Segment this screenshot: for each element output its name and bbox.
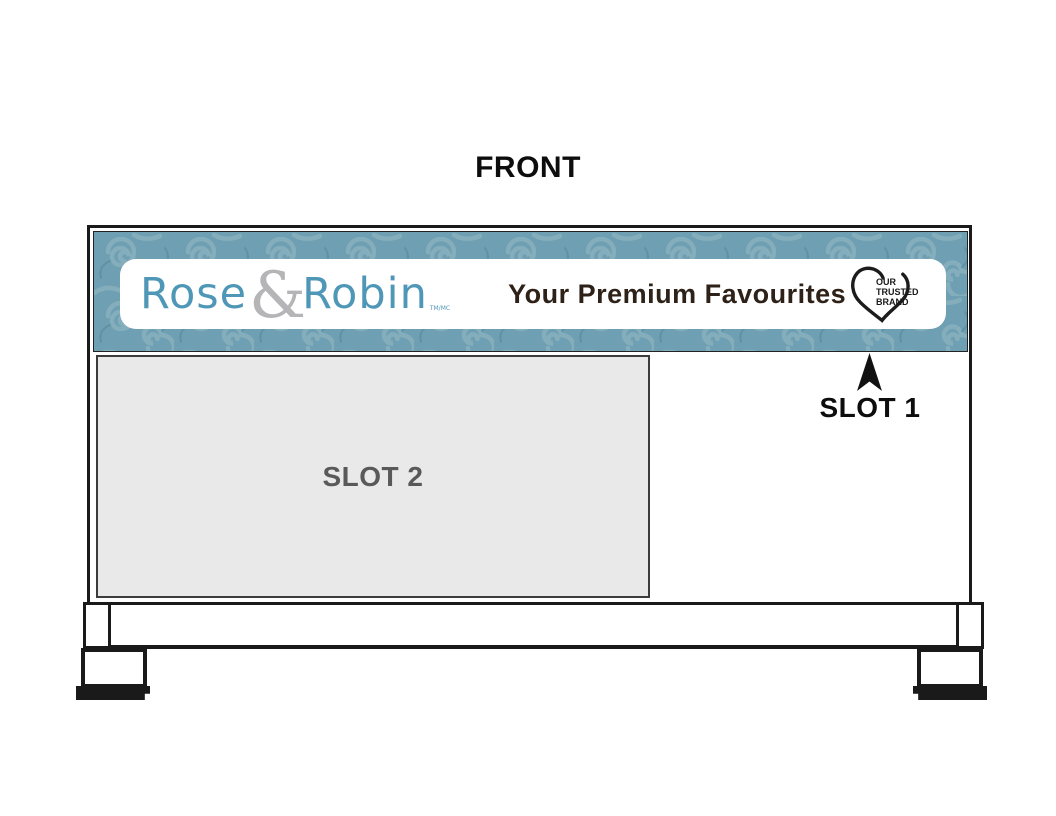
badge-line-3: BRAND (876, 297, 909, 307)
trademark-text: TM/MC (429, 305, 451, 312)
left-caster-block (81, 648, 147, 688)
left-leg (83, 602, 111, 649)
up-arrow-icon (857, 353, 882, 391)
trusted-brand-text: OUR TRUSTED BRAND (876, 277, 919, 307)
brand-word-robin: Robin (302, 269, 428, 319)
trusted-brand-badge: OUR TRUSTED BRAND (850, 262, 930, 326)
base-bottom-edge (108, 645, 958, 649)
right-foot (913, 686, 987, 700)
page-title: FRONT (475, 151, 581, 184)
header-banner: Rose&Robin TM/MC Your Premium Favourites… (93, 231, 968, 352)
brand-logo: Rose&Robin TM/MC (140, 259, 451, 333)
slot1-label: SLOT 1 (819, 392, 921, 423)
slot2-panel: SLOT 2 (96, 355, 650, 598)
badge-line-1: OUR (876, 277, 896, 287)
brand-tagline: Your Premium Favourites (508, 278, 847, 309)
slot2-label: SLOT 2 (322, 460, 424, 492)
brand-strip: Rose&Robin TM/MC Your Premium Favourites… (120, 259, 946, 329)
right-caster-block (917, 648, 983, 688)
heart-icon (851, 266, 910, 323)
brand-word-rose: Rose (140, 269, 248, 319)
badge-line-2: TRUSTED (876, 287, 919, 297)
ampersand-glyph: & (249, 259, 307, 333)
left-foot (76, 686, 150, 700)
right-leg (956, 602, 984, 649)
